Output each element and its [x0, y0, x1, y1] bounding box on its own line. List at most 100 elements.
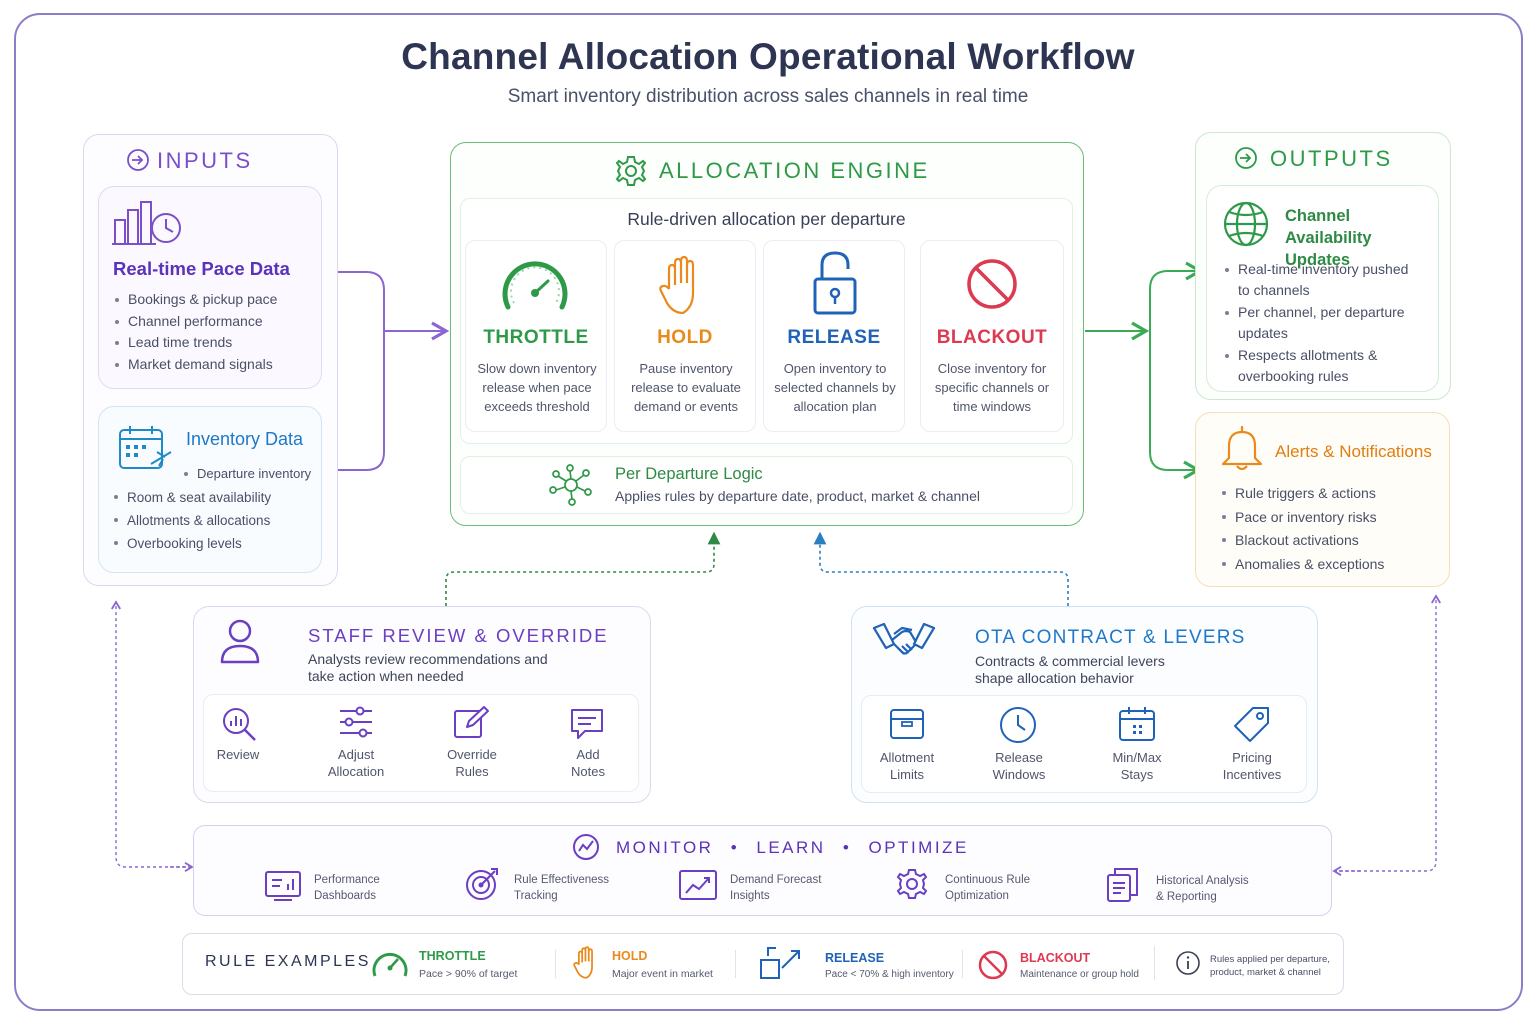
bell-icon [1221, 425, 1263, 471]
example-release-desc: Pace < 70% & high inventory [825, 969, 954, 980]
monitor-item-dashboards: Performance Dashboards [314, 874, 380, 902]
tag-icon [1234, 707, 1269, 742]
rule-name-blackout: BLACKOUT [936, 327, 1048, 348]
gear-refresh-icon [896, 869, 928, 899]
monitor-learn-optimize-panel [193, 825, 1332, 916]
divider [962, 950, 963, 978]
monitor-item-forecast: Demand Forecast Insights [730, 874, 822, 902]
pace-data-title: Real-time Pace Data [113, 258, 290, 279]
inventory-data-card [98, 406, 322, 573]
monitor-title: MONITOR • LEARN • OPTIMIZE [616, 838, 969, 858]
adjust-allocation-button[interactable]: Adjust Allocation [316, 700, 396, 782]
gauge-icon [372, 953, 408, 977]
rule-examples-bar [182, 933, 1344, 995]
list-item: Pace or inventory risks [1220, 506, 1384, 530]
list-item: Market demand signals [113, 354, 277, 376]
arrow-out-icon [1235, 147, 1257, 169]
logic-title: Per Departure Logic [615, 465, 763, 483]
gauge-icon [502, 261, 568, 310]
analytics-circle-icon [573, 834, 599, 860]
divider [555, 950, 556, 978]
review-button[interactable]: Review [208, 700, 268, 782]
list-item: Allotments & allocations [112, 509, 271, 532]
monitor-word: MONITOR [616, 838, 714, 857]
example-blackout-desc: Maintenance or group hold [1020, 969, 1139, 980]
monitor-item-rule-tracking: Rule Effectiveness Tracking [514, 874, 610, 902]
allotment-limits-label: Allotment Limits [879, 750, 935, 782]
rule-name-hold: HOLD [657, 327, 713, 348]
example-hold-desc: Major event in market [612, 968, 713, 980]
rule-card-hold: HOLD Pause inventory release to evaluate… [614, 240, 756, 432]
prohibited-icon [967, 259, 1017, 309]
list-item: Overbooking levels [112, 532, 271, 555]
magnifier-chart-icon [223, 708, 256, 741]
page-title: Channel Allocation Operational Workflow [401, 36, 1135, 77]
engine-subtitle: Rule-driven allocation per departure [627, 209, 906, 229]
separator-dot: • [842, 838, 852, 857]
staff-actions-box [203, 694, 639, 792]
rule-name-release: RELEASE [787, 327, 881, 348]
pricing-incentives-label: Pricing Incentives [1222, 750, 1282, 782]
rule-card-blackout: BLACKOUT Close inventory for specific ch… [920, 240, 1064, 432]
rule-card-throttle: THROTTLE Slow down inventory release whe… [465, 240, 607, 432]
adjust-allocation-label: Adjust Allocation [327, 747, 385, 779]
review-label: Review [216, 747, 260, 762]
rule-desc-throttle: Slow down inventory release when pace ex… [477, 361, 597, 414]
monitor-item-optimization: Continuous Rule Optimization [945, 874, 1031, 902]
rule-desc-release: Open inventory to selected channels by a… [774, 361, 896, 414]
ota-levers-box [861, 695, 1307, 793]
outputs-title: OUTPUTS [1270, 146, 1393, 171]
add-notes-button[interactable]: Add Notes [558, 700, 618, 782]
monitor-item-historical: Historical Analysis & Reporting [1156, 875, 1249, 903]
override-rules-button[interactable]: Override Rules [435, 700, 509, 782]
per-departure-logic-box [460, 456, 1073, 514]
inputs-title: INPUTS [157, 148, 253, 173]
hand-icon [659, 255, 695, 315]
bar-chart-clock-icon [112, 201, 181, 245]
arrow-in-icon [127, 149, 149, 171]
list-item: Room & seat availability [112, 486, 271, 509]
info-icon [1176, 951, 1200, 975]
min-max-stays-label: Min/Max Stays [1112, 750, 1162, 782]
page-subtitle: Smart inventory distribution across sale… [507, 86, 1029, 107]
rule-desc-blackout: Close inventory for specific channels or… [934, 361, 1050, 414]
inventory-data-title: Inventory Data [186, 429, 304, 449]
availability-card [1206, 185, 1439, 392]
availability-title: Channel Availability Updates [1285, 207, 1372, 269]
gear-icon [615, 156, 647, 186]
examples-note: Rules applied per departure, product, ma… [1210, 954, 1330, 978]
list-item: Rule triggers & actions [1220, 482, 1384, 506]
globe-icon [1223, 201, 1269, 247]
note-icon [571, 709, 603, 739]
trend-chart-icon [679, 870, 717, 900]
list-item: Channel performance [113, 311, 277, 333]
prohibited-icon [978, 950, 1008, 980]
sliders-icon [340, 706, 372, 738]
pricing-incentives-item: Pricing Incentives [1211, 703, 1293, 787]
documents-icon [1107, 868, 1138, 902]
box-icon [890, 709, 924, 739]
inventory-first-item: Departure inventory [182, 463, 311, 485]
separator-dot: • [730, 838, 740, 857]
release-arrow-icon [760, 947, 800, 979]
rule-examples-label: RULE EXAMPLES [205, 953, 371, 970]
divider [735, 950, 736, 978]
network-icon [549, 464, 592, 506]
example-release-name: RELEASE [825, 951, 885, 965]
alerts-title: Alerts & Notifications [1275, 442, 1432, 461]
release-windows-item: Release Windows [978, 703, 1060, 787]
learn-word: LEARN [756, 838, 826, 857]
ota-title: OTA CONTRACT & LEVERS [975, 627, 1246, 648]
release-windows-label: Release Windows [992, 750, 1046, 782]
person-icon [220, 619, 260, 664]
target-icon [466, 868, 498, 900]
list-item: Real-time inventory pushed to channels [1223, 259, 1423, 300]
override-rules-label: Override Rules [447, 747, 497, 779]
handshake-icon [872, 622, 936, 655]
clock-icon [1000, 707, 1036, 743]
list-item: Per channel, per departure updates [1223, 302, 1423, 343]
dashboard-icon [265, 871, 301, 901]
